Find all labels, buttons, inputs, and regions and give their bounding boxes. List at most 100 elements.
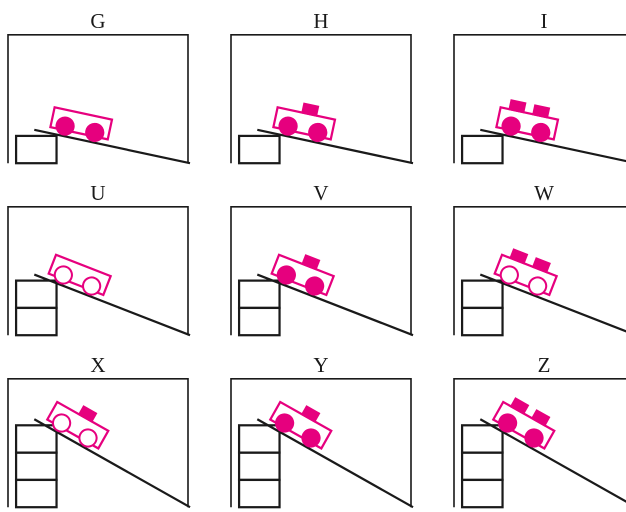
wheel [497,413,518,433]
scene [7,33,191,165]
wheel [524,428,544,448]
support-block [460,306,504,337]
cart [493,248,559,297]
cart [272,102,337,143]
wheel [51,413,72,433]
ramp [33,273,191,337]
frame [230,33,412,164]
cargo-block [508,99,527,114]
panel-w: W [453,181,626,337]
cargo-block [509,248,529,265]
frame [7,377,189,508]
panel-label: U [90,181,106,205]
wheel [499,265,519,285]
support-block [237,478,281,509]
support-block [14,134,58,165]
support-block [460,424,504,454]
frame [453,205,626,336]
frame [7,33,189,164]
support-block [14,279,58,310]
wheel [78,428,98,448]
cargo-block [532,104,551,119]
panel-label: Y [313,353,329,377]
panel-label: G [90,9,106,33]
scene [7,205,191,337]
wheel [53,265,73,285]
frame [453,33,626,164]
wheel [278,116,298,136]
scene [453,205,626,337]
scene [230,33,414,165]
support-block [460,451,504,482]
ramp [479,273,626,333]
panel-z: Z [453,353,626,509]
scene [7,377,191,509]
wheel [276,265,296,285]
panel-label: V [313,181,329,205]
wheel [308,122,328,143]
cargo-block [530,409,551,427]
cargo-block [531,257,551,274]
cart [45,400,110,450]
panel-v: V [230,181,414,337]
cargo-block [77,405,98,423]
cargo-block [300,405,321,423]
ramp [256,418,414,509]
panel-g: G [7,9,191,165]
cart [268,400,333,450]
wheel [85,122,105,143]
frame [7,205,189,336]
support-block [14,424,58,454]
support-block [237,424,281,454]
cargo-block [509,397,530,415]
panel-h: H [230,9,414,165]
wheel [301,428,321,448]
wheel [274,413,295,433]
panel-y: Y [230,353,414,509]
scene [230,205,414,337]
wheel [531,122,551,143]
wheel [55,116,75,136]
wheel [501,116,521,136]
panel-label: Z [537,353,551,377]
ramp [257,128,414,165]
cart [491,397,556,450]
panel-u: U [7,181,191,337]
support-block [460,134,504,165]
panel-i: I [453,9,626,165]
panel-label: H [313,9,329,33]
cart [495,99,560,143]
support-block [14,478,58,509]
support-block [237,451,281,482]
ramp [480,128,626,163]
support-block [460,478,504,509]
panel-label: X [90,353,106,377]
panel-label: I [540,9,548,33]
cart [47,253,113,297]
support-block [14,306,58,337]
frame [453,377,626,508]
support-block [14,451,58,482]
scene [453,377,626,509]
scene [453,33,626,165]
ramp [33,418,191,509]
cart [270,253,336,297]
wheel [81,276,102,296]
wheel [527,276,548,296]
panel-x: X [7,353,191,509]
panel-label: W [534,181,554,205]
ramp [256,273,414,337]
support-block [237,134,281,165]
support-block [460,279,504,310]
cargo-block [301,254,321,271]
frame [230,377,412,508]
support-block [237,306,281,337]
cart [49,105,114,143]
ramp [34,128,191,165]
frame [230,205,412,336]
support-block [237,279,281,310]
cargo-block [301,102,320,117]
wheel [304,276,325,296]
scene [230,377,414,509]
ramp [479,418,626,503]
